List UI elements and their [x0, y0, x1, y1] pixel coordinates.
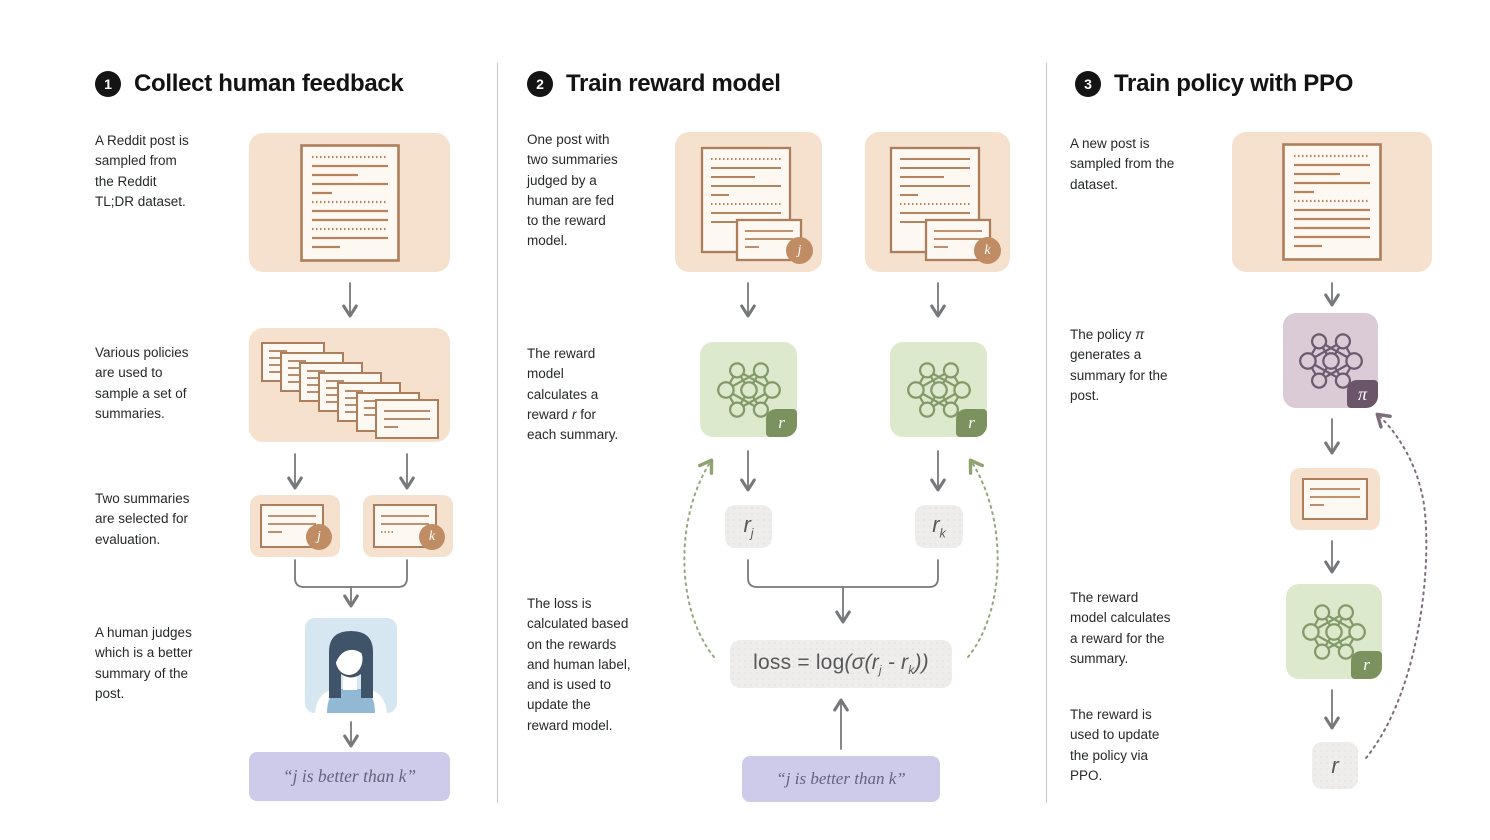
reward-value-rk: rk: [915, 505, 963, 548]
post-with-summary-j-box: j: [675, 132, 822, 272]
post-with-summary-k-box: k: [865, 132, 1010, 272]
col3-step2-text: The policy π generates a summary for the…: [1070, 327, 1168, 403]
human-judge-icon: [315, 631, 387, 713]
policy-badge: π: [1347, 380, 1378, 408]
col2-step2-text: The reward model calculates a reward r f…: [527, 346, 619, 442]
sampled-summaries-box: [249, 328, 450, 442]
merge-bracket: [747, 559, 939, 588]
column-divider: [1046, 63, 1047, 803]
page-title: Train policy with PPO: [1114, 70, 1354, 97]
col3-step4-text: The reward is used to update the policy …: [1070, 707, 1160, 783]
policy-model-box: π: [1283, 313, 1378, 408]
human-judge-box: [305, 618, 397, 713]
loss-to-reward-left-dashed-arrow: [683, 458, 715, 658]
column3-header: 3 Train policy with PPO: [1075, 70, 1353, 98]
step-number-badge: 3: [1075, 71, 1101, 97]
page-title: Collect human feedback: [134, 70, 404, 97]
merge-bracket: [294, 559, 408, 588]
col1-step3-text: Two summaries are selected for evaluatio…: [95, 491, 190, 547]
summary-k-badge: k: [419, 524, 445, 550]
neural-network-icon: [1302, 603, 1366, 660]
reward-value: r: [1312, 742, 1358, 789]
col3-step3-text: The reward model calculates a reward for…: [1070, 590, 1171, 666]
document-with-summary-icon: [889, 146, 992, 262]
col2-step3-text: The loss is calculated based on the rewa…: [527, 596, 631, 733]
column1-header: 1 Collect human feedback: [95, 70, 404, 98]
reward-model-badge: r: [956, 409, 987, 437]
neural-network-icon: [1298, 332, 1363, 389]
human-preference-label: “j is better than k”: [249, 752, 450, 801]
reward-model-box: r: [1286, 584, 1382, 679]
column-divider: [497, 63, 498, 803]
neural-network-icon: [906, 361, 971, 418]
step-number-badge: 1: [95, 71, 121, 97]
loss-formula-box: loss = log(σ(rj - rk)): [730, 640, 952, 688]
document-icon: [299, 143, 400, 262]
stacked-summaries-icon: [261, 342, 439, 439]
page-title: Train reward model: [566, 70, 781, 97]
human-preference-label: “j is better than k”: [742, 756, 940, 802]
new-post-box: [1232, 132, 1432, 272]
generated-summary-box: [1290, 468, 1380, 530]
col1-step1-text: A Reddit post is sampled from the Reddit…: [95, 133, 189, 209]
summary-j-badge: j: [786, 237, 813, 264]
col3-step1-text: A new post is sampled from the dataset.: [1070, 136, 1175, 192]
reward-model-badge: r: [766, 409, 797, 437]
reward-model-j-box: r: [700, 342, 797, 437]
selected-summary-j-box: j: [250, 495, 340, 557]
col1-step2-text: Various policies are used to sample a se…: [95, 345, 189, 421]
summary-k-badge: k: [974, 237, 1001, 264]
step-number-badge: 2: [527, 71, 553, 97]
col1-step4-text: A human judges which is a better summary…: [95, 625, 193, 701]
column2-header: 2 Train reward model: [527, 70, 781, 98]
reward-to-policy-dashed-arrow: [1365, 412, 1428, 759]
summary-card-icon: [1302, 478, 1368, 520]
reward-model-badge: r: [1351, 651, 1382, 679]
summary-j-badge: j: [306, 524, 332, 550]
selected-summary-k-box: k: [363, 495, 453, 557]
loss-to-reward-right-dashed-arrow: [967, 458, 999, 658]
neural-network-icon: [716, 361, 781, 418]
col2-step1-text: One post with two summaries judged by a …: [527, 132, 618, 249]
document-icon: [1282, 143, 1382, 261]
reward-model-k-box: r: [890, 342, 987, 437]
reddit-post-box: [249, 133, 450, 272]
flow-arrows: [287, 282, 1340, 750]
feedback-arrows: [683, 412, 1428, 759]
reward-value-rj: rj: [725, 505, 772, 548]
